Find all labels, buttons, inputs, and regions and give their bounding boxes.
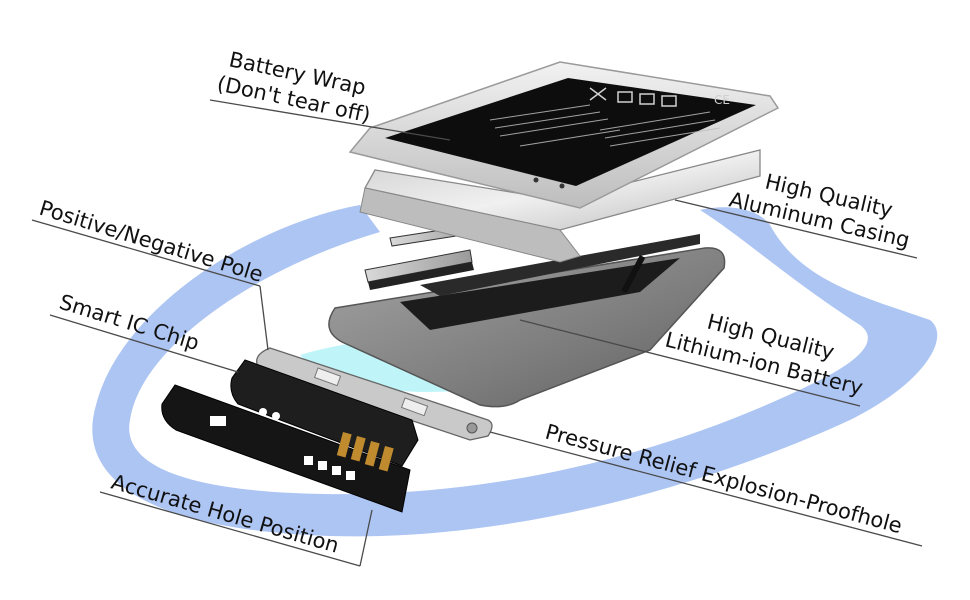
leader-lithium bbox=[519, 319, 861, 407]
smart-ic-board bbox=[161, 359, 419, 513]
label-pole: Positive/Negative Pole bbox=[37, 196, 266, 287]
leader-pole-drop bbox=[259, 285, 269, 351]
leader-pressure bbox=[489, 431, 923, 547]
leader-lines bbox=[31, 99, 923, 567]
blue-ribbon-swoosh bbox=[92, 205, 938, 537]
leader-smart-ic bbox=[49, 314, 239, 373]
battery-wrap-panel: CE bbox=[348, 61, 780, 209]
leader-aluminum bbox=[674, 199, 918, 259]
wrap-print-lines bbox=[489, 104, 721, 147]
certification-marks: CE bbox=[589, 87, 730, 107]
lithium-ion-cell bbox=[328, 234, 726, 408]
leader-battery-wrap bbox=[209, 99, 451, 141]
gold-contacts bbox=[336, 431, 394, 472]
leader-pole bbox=[31, 219, 261, 287]
svg-text:CE: CE bbox=[714, 93, 730, 107]
hole-squares bbox=[304, 456, 355, 480]
aluminum-casing bbox=[359, 149, 761, 263]
leader-hole bbox=[99, 491, 361, 567]
leader-hole-rise bbox=[359, 509, 373, 567]
pole-bracket bbox=[256, 347, 493, 441]
